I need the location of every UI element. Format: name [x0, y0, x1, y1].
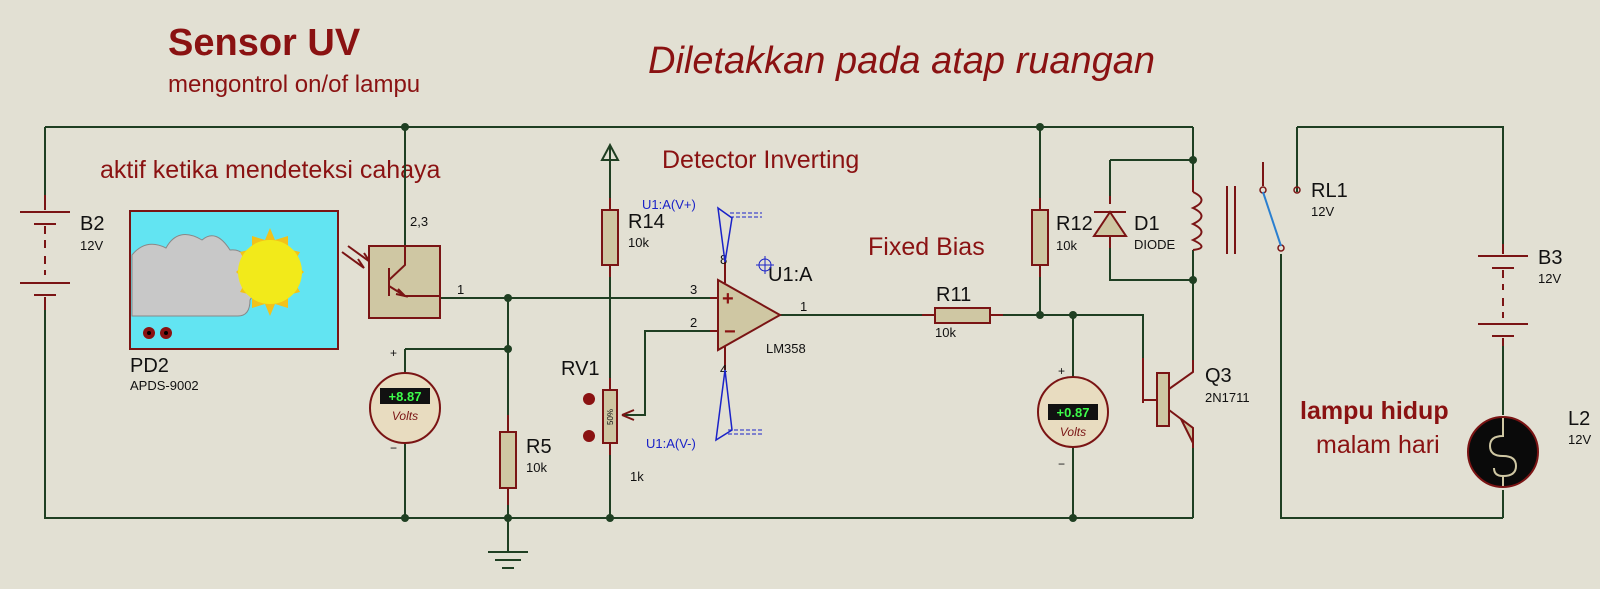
r11-value: 10k [935, 325, 956, 340]
voltmeter-2[interactable]: +0.87 Volts + − [1037, 364, 1109, 471]
probe-vminus[interactable]: U1:A(V-) [646, 369, 762, 451]
pd2-pin-top: 2,3 [410, 214, 428, 229]
lamp-filament-icon [1488, 418, 1518, 486]
b2-value: 12V [80, 238, 103, 253]
resistor-r14[interactable]: R14 10k [601, 198, 665, 277]
resistor-r12[interactable]: R12 10k [1031, 198, 1093, 277]
title-text: Sensor UV [168, 22, 361, 64]
voltmeter-1[interactable]: +8.87 Volts + − [369, 346, 441, 455]
rl1-ref: RL1 [1311, 180, 1348, 202]
crosshair-icon [756, 256, 774, 274]
sun-icon [236, 228, 304, 316]
rl1-value: 12V [1311, 204, 1334, 219]
probe-vminus-label: U1:A(V-) [646, 436, 696, 451]
phototransistor[interactable]: 2,3 1 [368, 214, 464, 319]
voltmeter-1-reading: +8.87 [389, 389, 422, 404]
rv1-wiper: 50% [606, 409, 615, 425]
d1-value: DIODE [1134, 237, 1176, 252]
resistor-r5[interactable]: R5 10k [499, 415, 552, 505]
opamp-u1a[interactable]: + − 3 2 1 8 4 U1:A LM358 [690, 252, 813, 377]
probe-vplus-label: U1:A(V+) [642, 197, 696, 212]
r5-ref: R5 [526, 436, 552, 458]
svg-text:+: + [722, 288, 734, 310]
svg-text:−: − [724, 321, 736, 343]
light-sensor-pd2[interactable]: PD2 APDS-9002 [129, 210, 339, 393]
voltmeter-2-reading: +0.87 [1057, 405, 1090, 420]
cloud-icon [131, 234, 256, 317]
u1-ref: U1:A [768, 264, 813, 286]
pot-down-icon[interactable] [583, 430, 595, 442]
pd2-pin-out: 1 [457, 282, 464, 297]
u1-pin-out: 1 [800, 299, 807, 314]
subtitle-text: mengontrol on/of lampu [168, 71, 420, 98]
r14-value: 10k [628, 235, 649, 250]
lamp-l2[interactable]: L2 12V [1467, 408, 1591, 488]
resistor-r11[interactable]: R11 10k [922, 284, 1003, 340]
potentiometer-rv1[interactable]: 50% RV1 1k [561, 358, 644, 484]
light-arrow-icon [341, 245, 371, 269]
pot-up-icon[interactable] [583, 393, 595, 405]
lamp-note-line2: malam hari [1316, 431, 1440, 459]
b3-ref: B3 [1538, 247, 1562, 269]
ground-icon [488, 551, 528, 569]
rv1-ref: RV1 [561, 358, 600, 380]
diode-d1[interactable]: D1 DIODE [1092, 196, 1176, 252]
u1-pin-minus: 2 [690, 315, 697, 330]
u1-pin-vcc: 8 [720, 252, 727, 267]
power-terminal-icon [600, 142, 620, 168]
u1-pin-gnd: 4 [720, 362, 727, 377]
relay-rl1[interactable]: RL1 12V [1190, 162, 1348, 254]
voltmeter-1-minus: − [390, 441, 397, 455]
u1-pin-plus: 3 [690, 282, 697, 297]
voltmeter-2-minus: − [1058, 457, 1065, 471]
pd2-ref: PD2 [130, 355, 169, 377]
battery-b2[interactable]: B2 12V [20, 195, 104, 310]
transistor-q3[interactable]: Q3 2N1711 [1142, 358, 1250, 448]
sensor-note-text: aktif ketika mendeteksi cahaya [100, 156, 441, 184]
r12-ref: R12 [1056, 213, 1093, 235]
r14-ref: R14 [628, 211, 665, 233]
voltmeter-2-plus: + [1058, 364, 1065, 378]
voltmeter-1-plus: + [390, 346, 397, 360]
rv1-value: 1k [630, 469, 644, 484]
q3-ref: Q3 [1205, 365, 1232, 387]
detector-label: Detector Inverting [662, 146, 859, 174]
placement-text: Diletakkan pada atap ruangan [648, 40, 1155, 82]
r12-value: 10k [1056, 238, 1077, 253]
lamp-note-line1: lampu hidup [1300, 397, 1449, 425]
voltmeter-2-unit: Volts [1060, 425, 1086, 439]
junctions [401, 123, 1197, 522]
d1-ref: D1 [1134, 213, 1160, 235]
r11-ref: R11 [936, 284, 971, 306]
b2-ref: B2 [80, 213, 104, 235]
probe-vplus[interactable]: U1:A(V+) [642, 197, 762, 263]
q3-value: 2N1711 [1205, 390, 1250, 405]
r5-value: 10k [526, 460, 547, 475]
u1-value: LM358 [766, 341, 806, 356]
b3-value: 12V [1538, 271, 1561, 286]
bias-label: Fixed Bias [868, 233, 985, 261]
l2-value: 12V [1568, 432, 1591, 447]
voltmeter-1-unit: Volts [392, 409, 418, 423]
pd2-value: APDS-9002 [130, 378, 199, 393]
battery-b3[interactable]: B3 12V [1478, 244, 1562, 346]
l2-ref: L2 [1568, 408, 1590, 430]
